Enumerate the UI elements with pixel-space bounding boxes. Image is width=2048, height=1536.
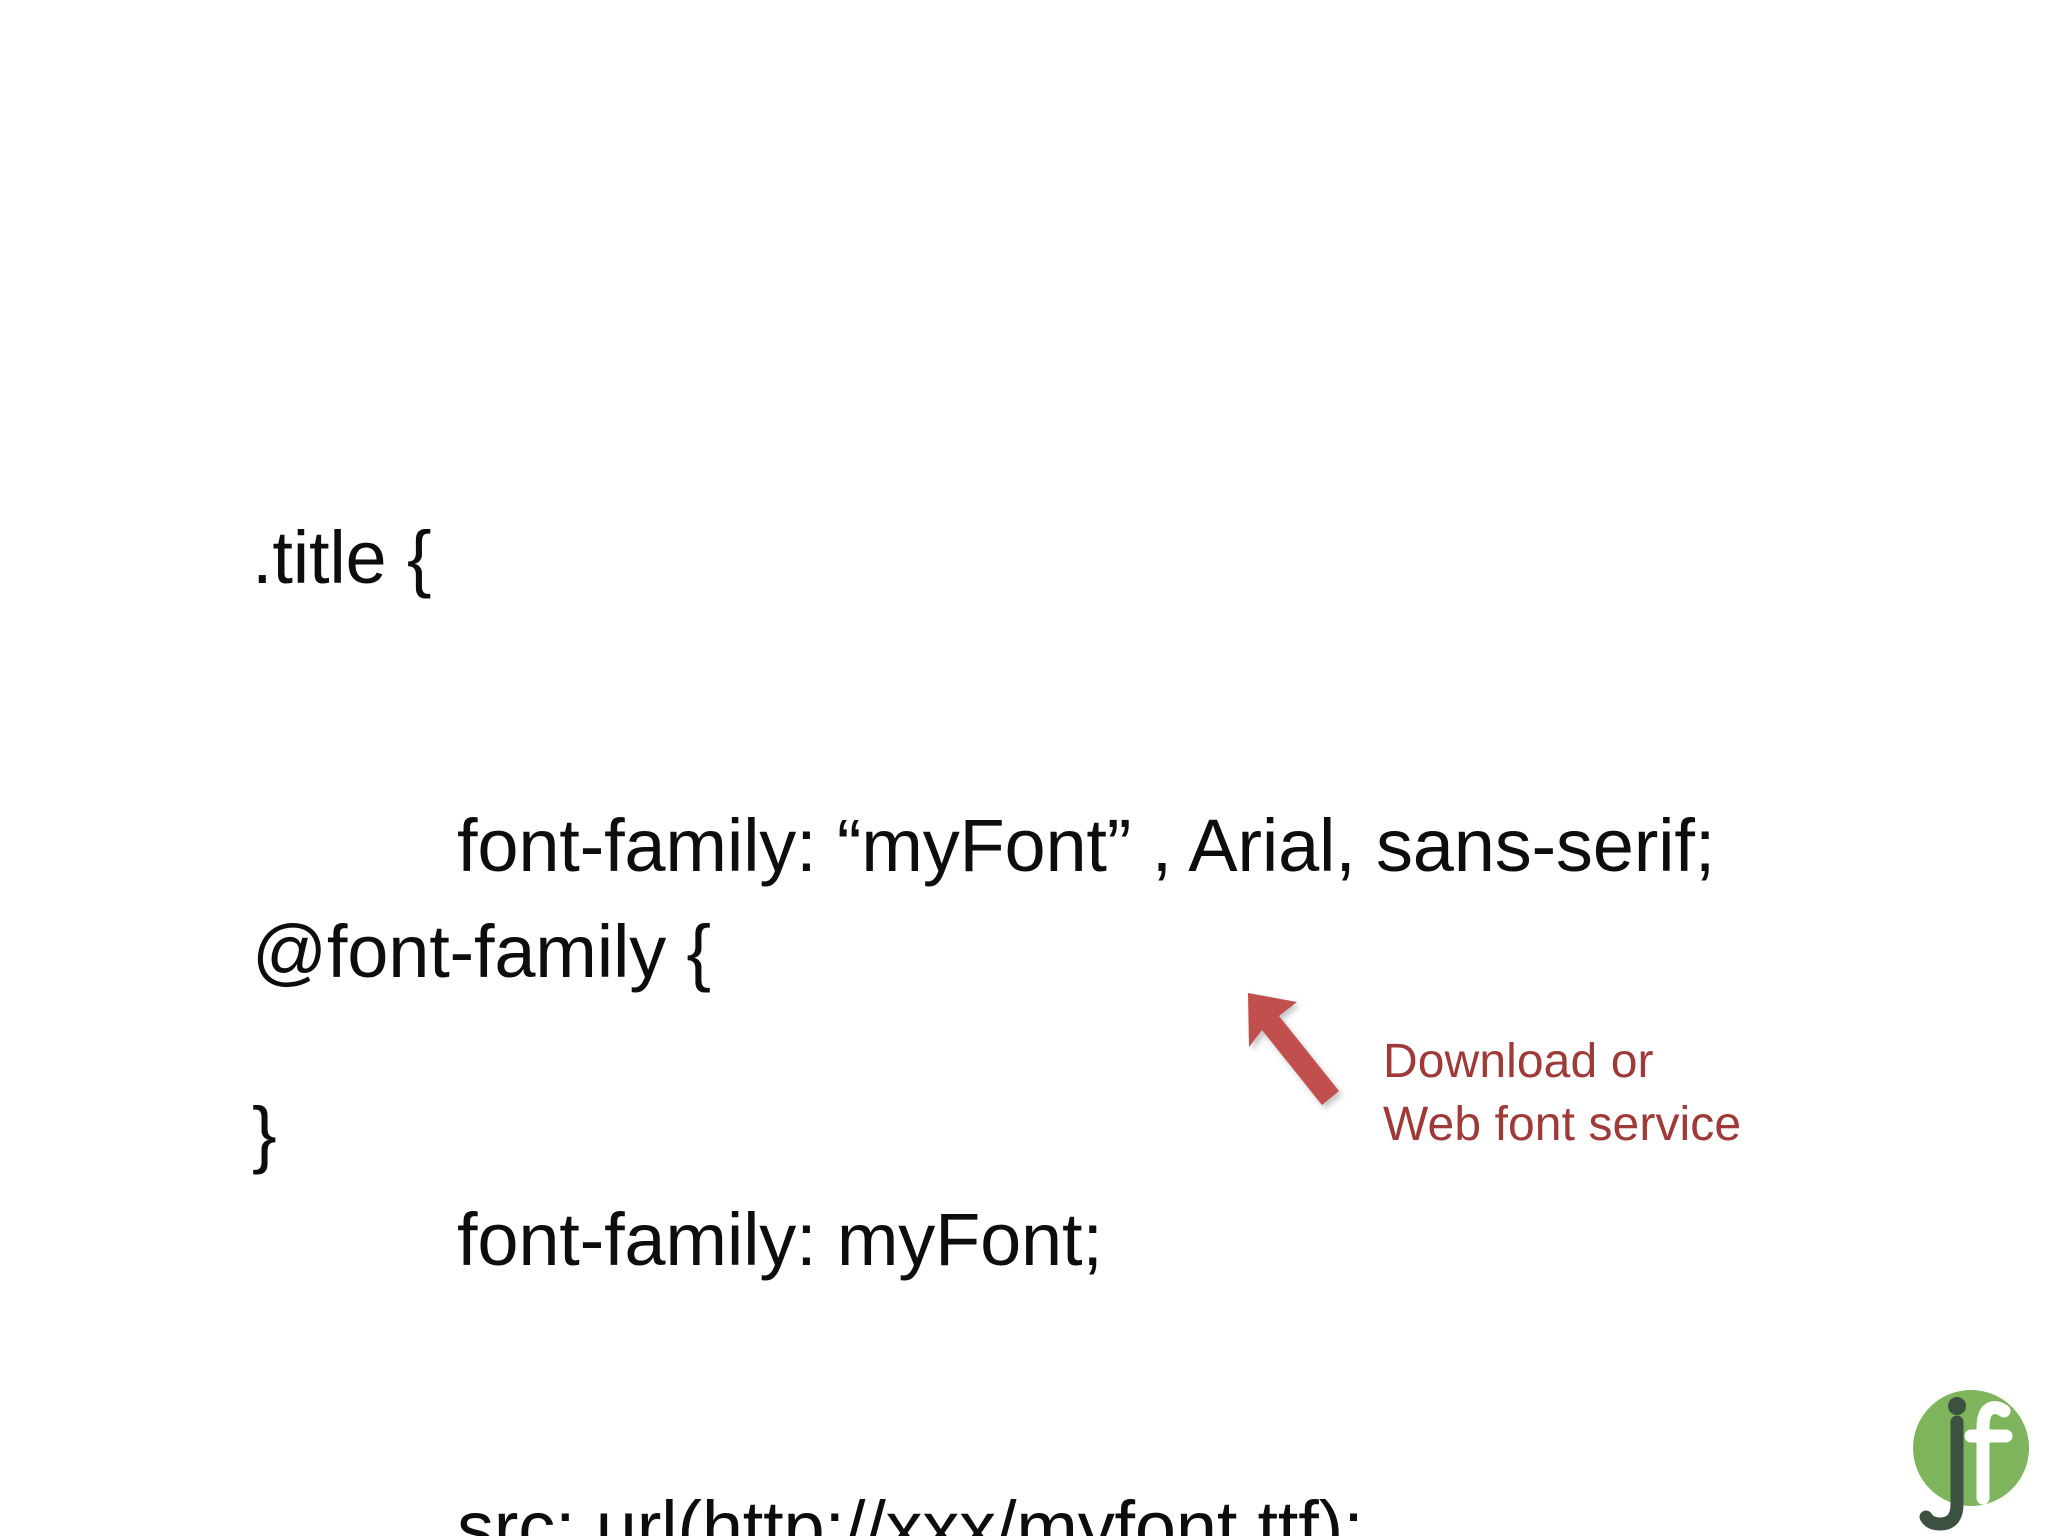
code-line-face-font-family: font-family: myFont; bbox=[457, 1198, 1103, 1281]
code-block-font-face-rule: @font-family { font-family: myFont; src:… bbox=[252, 712, 1364, 1536]
code-line-title-close-brace: } bbox=[252, 1092, 277, 1175]
logo-circle bbox=[1913, 1390, 2029, 1506]
code-line-title-selector: .title { bbox=[252, 516, 432, 599]
logo-letter-j bbox=[1919, 1415, 1964, 1531]
code-block-title-rule: .title { font-family: “myFont” , Arial, … bbox=[252, 318, 1715, 1374]
annotation-label: Download or Web font service bbox=[1383, 1035, 1742, 1151]
jf-logo bbox=[1913, 1390, 2029, 1531]
logo-letter-j-dot bbox=[1948, 1397, 1966, 1415]
logo-letter-f bbox=[1964, 1401, 2013, 1505]
arrow-up-left-icon bbox=[1248, 993, 1339, 1105]
code-line-face-src-url: src: url(http://xxx/myfont.ttf); bbox=[457, 1486, 1364, 1536]
code-line-title-font-family: font-family: “myFont” , Arial, sans-seri… bbox=[457, 804, 1716, 887]
code-line-at-font-family: @font-family { bbox=[252, 910, 711, 993]
